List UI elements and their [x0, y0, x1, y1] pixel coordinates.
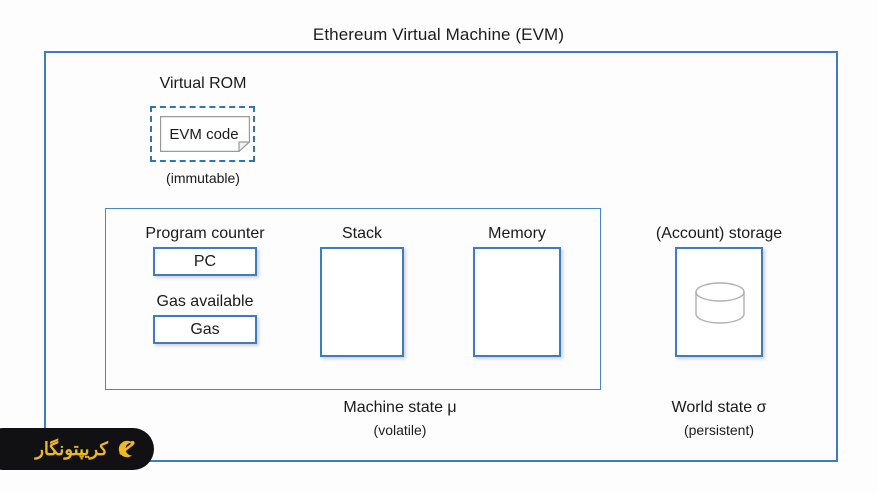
gas-available-box: Gas	[153, 315, 257, 344]
watermark-label: کریپتونگار	[35, 439, 108, 459]
evm-code-document-icon	[160, 116, 250, 152]
program-counter-box: PC	[153, 247, 257, 276]
machine-state-caption: Machine state μ	[343, 399, 457, 416]
world-state-caption: World state σ	[671, 399, 767, 416]
memory-label: Memory	[488, 225, 546, 242]
stack-label: Stack	[341, 225, 382, 242]
program-counter-label: Program counter	[145, 225, 265, 242]
memory-box	[473, 247, 561, 357]
stack-box	[320, 247, 404, 357]
program-counter-value: PC	[193, 252, 217, 270]
database-cylinder-icon	[694, 281, 746, 325]
virtual-rom-sublabel: (immutable)	[166, 170, 240, 186]
evm-code-label: EVM code	[169, 125, 239, 143]
gas-available-label: Gas available	[156, 293, 254, 310]
world-state-sublabel: (persistent)	[683, 422, 755, 438]
account-storage-label: (Account) storage	[655, 225, 783, 242]
machine-state-sublabel: (volatile)	[373, 422, 427, 438]
cryptonegar-logo-icon	[112, 436, 138, 462]
watermark-badge: کریپتونگار	[0, 428, 154, 470]
page-title: Ethereum Virtual Machine (EVM)	[312, 25, 565, 44]
virtual-rom-label: Virtual ROM	[159, 75, 247, 92]
machine-state-panel	[105, 208, 601, 390]
gas-available-value: Gas	[190, 320, 220, 338]
evm-outer-frame	[44, 51, 838, 462]
